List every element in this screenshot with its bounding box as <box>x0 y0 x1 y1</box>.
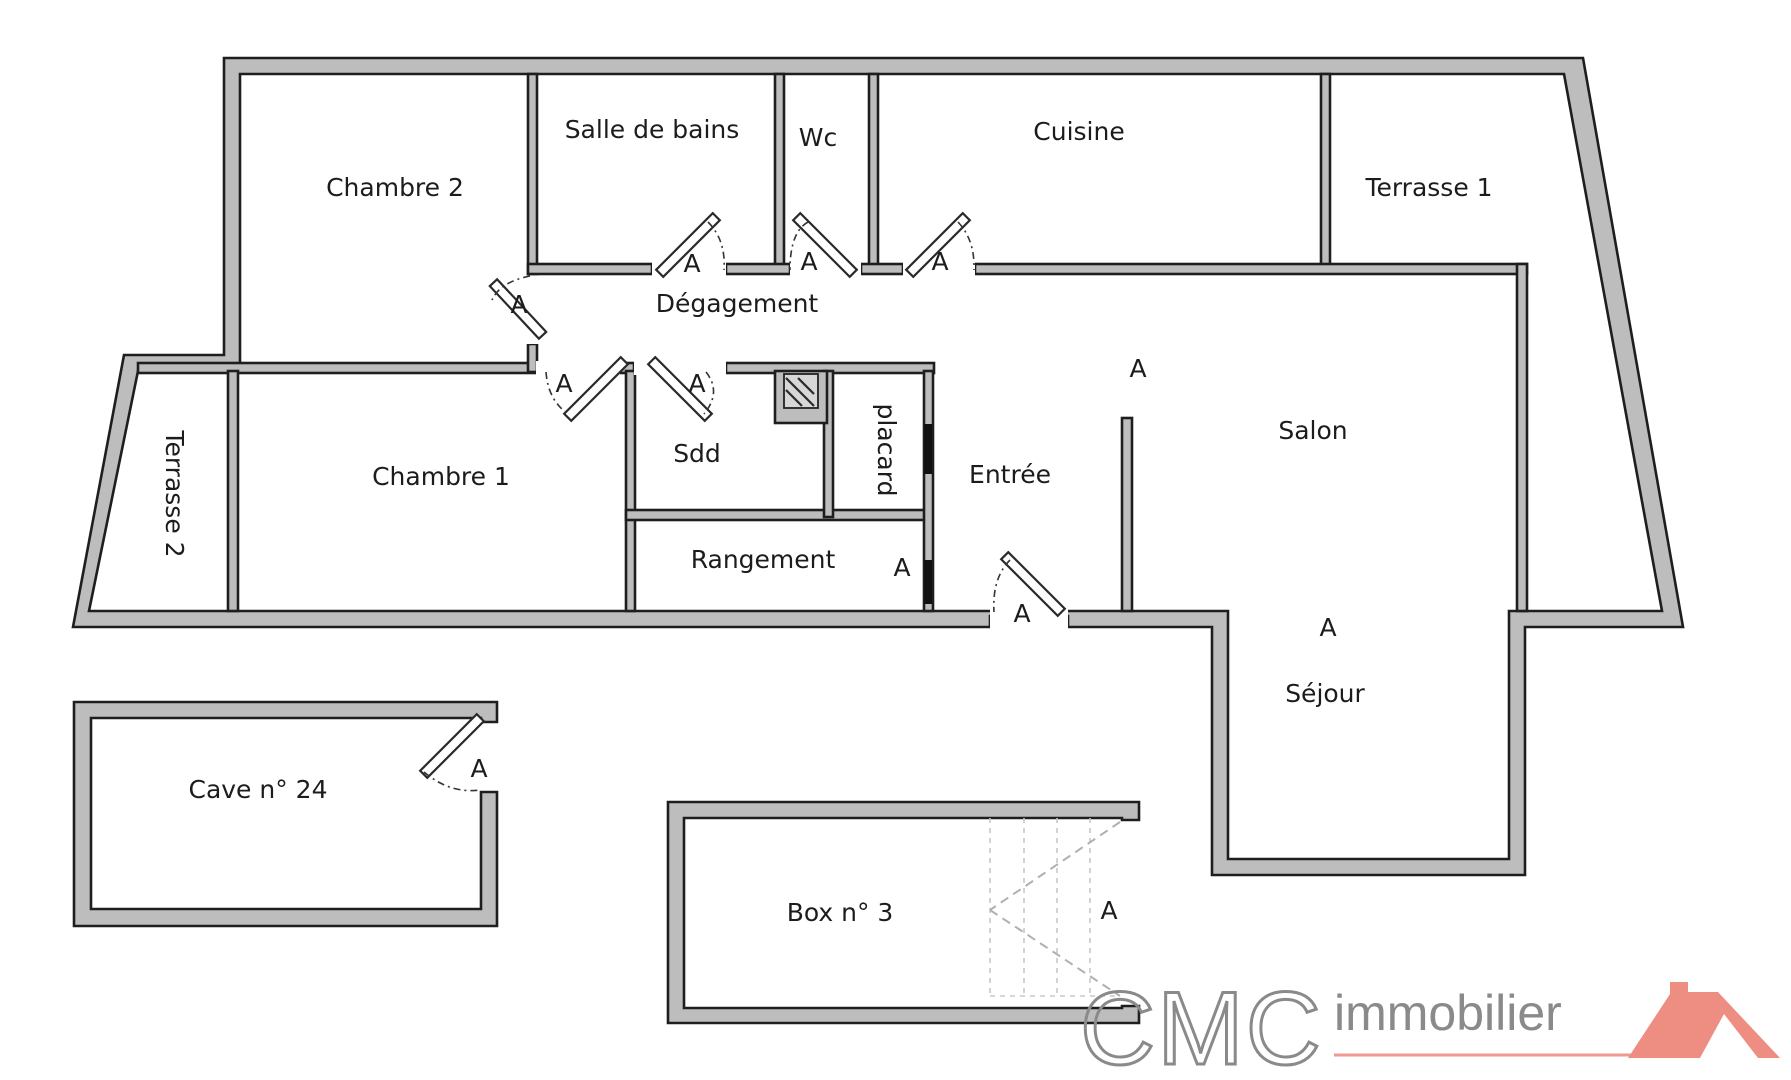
door-chambre1 <box>562 355 630 423</box>
door-entree <box>999 550 1067 618</box>
wall-corridor-top-1 <box>526 262 654 276</box>
interior-walls <box>136 72 1529 613</box>
marker-a: A <box>893 553 910 582</box>
wall-terrasse2 <box>226 369 240 613</box>
marker-a: A <box>800 247 817 276</box>
house-icon <box>1628 982 1780 1058</box>
wall-sdb-wc <box>773 72 786 272</box>
wall-corridor-top-3 <box>859 262 905 276</box>
box-wall <box>666 800 1141 1025</box>
marker-a: A <box>931 247 948 276</box>
label-entree: Entrée <box>969 460 1051 489</box>
wall-chambre2-right-low <box>526 342 539 374</box>
logo-immobilier: immobilier <box>1334 985 1562 1041</box>
wall-corridor-top-2 <box>724 262 792 276</box>
label-placard: placard <box>872 404 901 497</box>
label-chambre1: Chambre 1 <box>372 462 510 491</box>
wall-corridor-top-4 <box>973 262 1529 276</box>
logo-cmc: CMC <box>1080 971 1323 1080</box>
wall-sdd-left <box>624 369 637 613</box>
marker-a: A <box>683 249 700 278</box>
door-markers: A A A A A A A A A A A A <box>470 247 1336 925</box>
marker-a: A <box>470 754 487 783</box>
wall-wc-cuisine <box>867 72 880 272</box>
label-wc: Wc <box>799 123 837 152</box>
marker-a: A <box>688 369 705 398</box>
label-sdd: Sdd <box>673 439 721 468</box>
placard-door-upper <box>924 424 932 474</box>
marker-a: A <box>1013 599 1030 628</box>
wall-chambre2-right <box>526 72 539 276</box>
door-chambre2 <box>488 277 548 341</box>
wall-sdd-right <box>822 369 835 519</box>
label-chambre2: Chambre 2 <box>326 173 464 202</box>
wall-cuisine-terrasse1 <box>1319 72 1332 272</box>
label-salon: Salon <box>1278 416 1347 445</box>
duct-inner <box>783 373 819 409</box>
label-sejour: Séjour <box>1285 679 1365 708</box>
doors <box>488 211 1068 629</box>
wall-placard-right <box>922 369 935 613</box>
door-salle-de-bains <box>654 211 722 279</box>
marker-a: A <box>1319 613 1336 642</box>
door-wc <box>791 211 859 279</box>
brand-logo: CMC immobilier <box>1079 970 1780 1080</box>
label-cave: Cave n° 24 <box>188 775 327 804</box>
label-terrasse2: Terrasse 2 <box>160 429 189 557</box>
marker-a: A <box>510 290 527 319</box>
marker-a: A <box>1100 896 1117 925</box>
door-cuisine <box>904 211 972 279</box>
marker-a: A <box>1129 354 1146 383</box>
placard-door-lower <box>924 560 932 604</box>
wall-chambre-divider <box>136 361 538 375</box>
label-degagement: Dégagement <box>656 289 819 318</box>
door-cave <box>418 712 486 780</box>
label-salle-de-bains: Salle de bains <box>565 115 740 144</box>
stairs <box>989 818 1121 997</box>
marker-a: A <box>555 369 572 398</box>
label-rangement: Rangement <box>691 545 836 574</box>
wall-terrasse1-side <box>1515 262 1529 613</box>
cave-wall <box>72 700 499 928</box>
label-cuisine: Cuisine <box>1033 117 1124 146</box>
wall-salon-pillar <box>1120 416 1134 613</box>
door-sdd <box>646 355 714 423</box>
label-terrasse1: Terrasse 1 <box>1364 173 1492 202</box>
wall-sdd-bottom <box>624 508 928 522</box>
label-box: Box n° 3 <box>787 898 894 927</box>
